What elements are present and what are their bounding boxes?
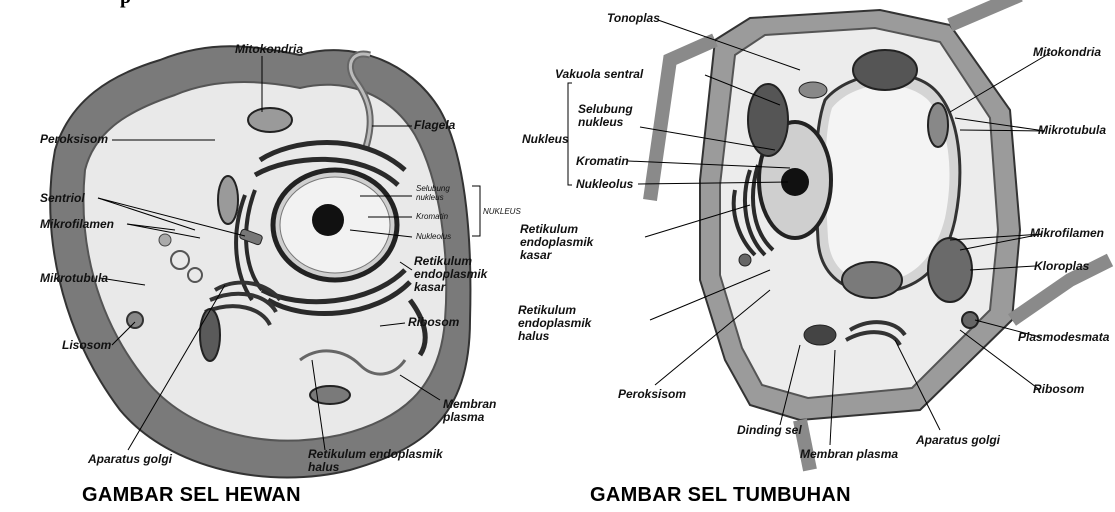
label-retikulum-endoplasmik-kasar: Retikulum endoplasmik kasar [520,223,593,262]
label-retikulum-endoplasmik-halus: Retikulum endoplasmik halus [518,304,591,343]
label-lisosom: Lisosom [62,339,111,352]
animal-mitochondrion [248,108,292,132]
label-aparatus-golgi: Aparatus golgi [88,453,172,466]
animal-lysosome [127,312,143,328]
label-nukleus: Nukleus [522,133,569,146]
label-peroksisom: Peroksisom [618,388,686,401]
plant-cell-caption: GAMBAR SEL TUMBUHAN [590,484,851,507]
label-ribosom: Ribosom [408,316,459,329]
label-peroksisom: Peroksisom [40,133,108,146]
label-mikrofilamen: Mikrofilamen [40,218,114,231]
animal-nucleolus [312,204,344,236]
label-dinding-sel: Dinding sel [737,424,802,437]
label-mitokondria: Mitokondria [235,43,303,56]
label-ribosom: Ribosom [1033,383,1084,396]
label-selubung-nukleus: Selubung nukleus [416,184,450,202]
label-sentriol: Sentriol [40,192,85,205]
label-kromatin: Kromatin [416,212,448,221]
label-membran-plasma: Membran plasma [443,398,496,424]
label-aparatus-golgi: Aparatus golgi [916,434,1000,447]
label-flagela: Flagela [414,119,455,132]
label-tonoplas: Tonoplas [607,12,660,25]
label-mikrotubula: Mikrotubula [40,272,108,285]
label-nukleolus: Nukleolus [576,178,633,191]
plant-mitochondrion [928,103,948,147]
label-vakuola-sentral: Vakuola sentral [555,68,643,81]
label-nukleus-group: NUKLEUS [483,207,521,216]
label-mitokondria: Mitokondria [1033,46,1101,59]
label-retikulum-endoplasmik-halus: Retikulum endoplasmik halus [308,448,443,474]
animal-cell-caption: GAMBAR SEL HEWAN [82,484,301,507]
plant-cell-panel: Tonoplas Vakuola sentral Selubung nukleu… [550,0,1115,512]
label-membran-plasma: Membran plasma [800,448,898,461]
label-plasmodesmata: Plasmodesmata [1018,331,1109,344]
label-selubung-nukleus: Selubung nukleus [578,103,633,129]
label-mikrotubula: Mikrotubula [1038,124,1106,137]
label-retikulum-endoplasmik-kasar: Retikulum endoplasmik kasar [414,255,487,294]
animal-cell-panel: Mitokondria Peroksisom Flagela Sentriol … [0,0,550,512]
label-nukleolus: Nukleolus [416,232,451,241]
label-kromatin: Kromatin [576,155,629,168]
label-mikrofilamen: Mikrofilamen [1030,227,1104,240]
label-kloroplas: Kloroplas [1034,260,1089,273]
